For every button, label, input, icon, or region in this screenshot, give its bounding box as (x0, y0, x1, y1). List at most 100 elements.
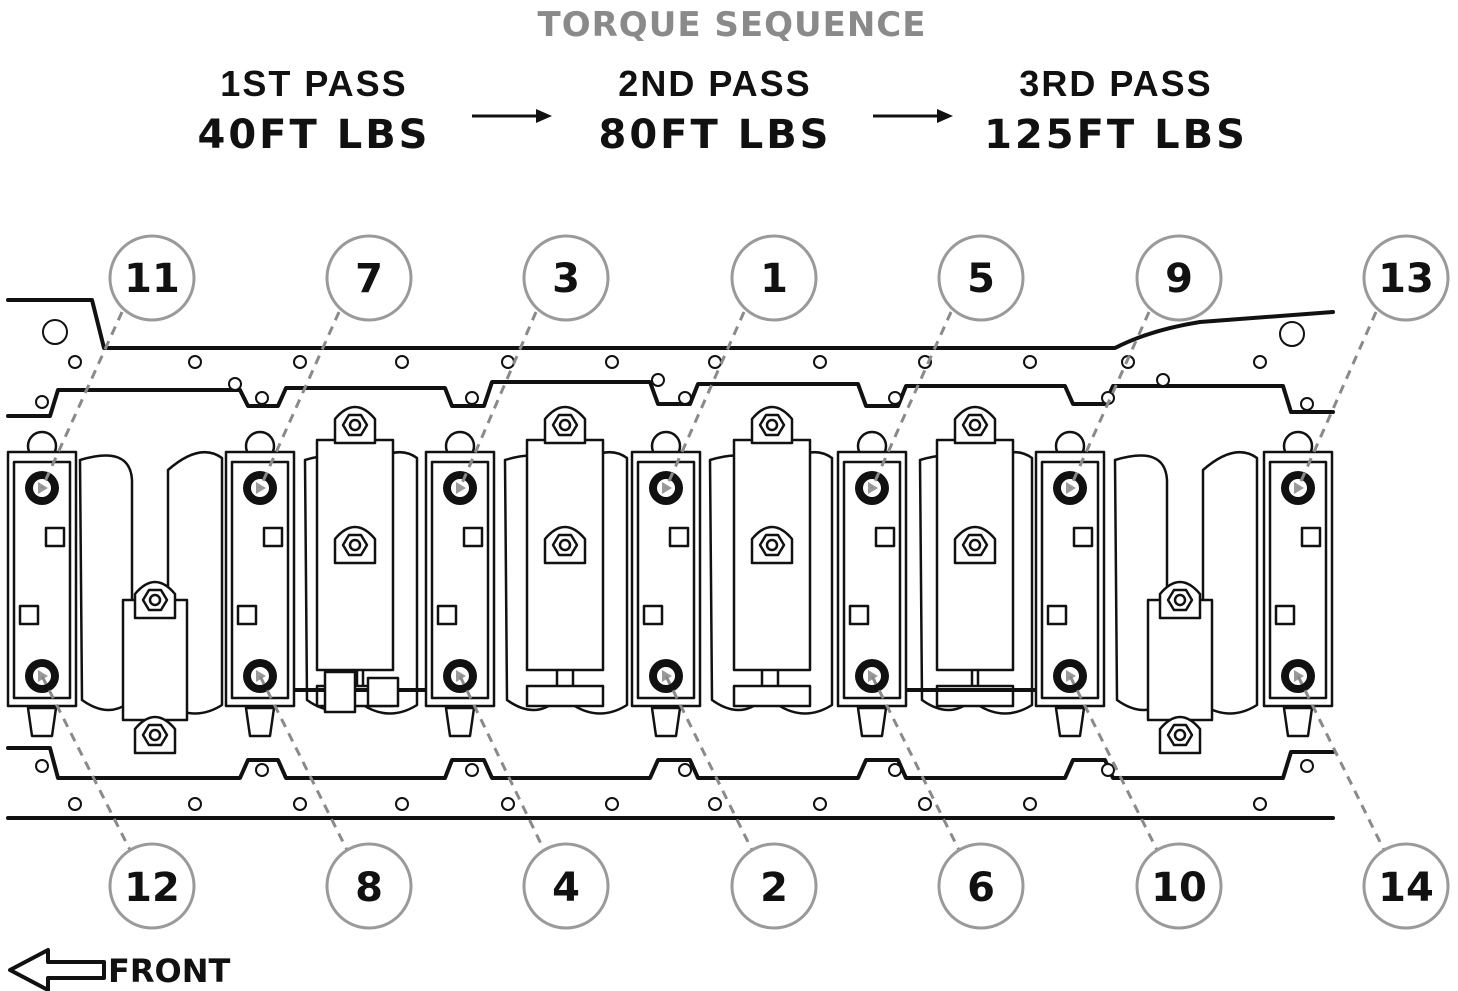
block-hole (255, 391, 269, 405)
cap-tab (444, 706, 476, 738)
block-hole (68, 797, 82, 811)
block-hole (501, 355, 515, 369)
oil-pickup-fitting (323, 670, 357, 714)
callout-circle (1362, 842, 1450, 930)
nut-icon (543, 405, 587, 445)
leader-line (458, 675, 546, 851)
block-hole (708, 797, 722, 811)
block-hole (918, 355, 932, 369)
block-hole (501, 797, 515, 811)
cap-tab (856, 706, 888, 738)
crank-throw (78, 450, 224, 755)
block-hole (1101, 763, 1115, 777)
block-hole (708, 355, 722, 369)
cap-notch (236, 604, 258, 626)
nut-icon (750, 525, 794, 565)
block-hole (293, 355, 307, 369)
nut-icon (1158, 715, 1202, 755)
nut-icon (543, 525, 587, 565)
block-hole (1253, 797, 1267, 811)
pass-1-name: 1ST PASS (220, 63, 407, 104)
bolt-number-bottom: 14 (1378, 865, 1434, 911)
cap-notch (642, 604, 664, 626)
crank-throw (708, 405, 834, 715)
cap-notch (668, 526, 690, 548)
cap-notch (1274, 604, 1296, 626)
cap-tab (244, 706, 276, 738)
front-arrow-icon (8, 948, 106, 991)
cap-notch (1300, 526, 1322, 548)
block-hole (605, 355, 619, 369)
nut-icon (333, 525, 377, 565)
block-hole (813, 355, 827, 369)
pass-3-name: 3RD PASS (1019, 63, 1212, 104)
block-hole (1253, 355, 1267, 369)
callout-circle (325, 842, 413, 930)
block-hole (918, 797, 932, 811)
bolt-number-top: 11 (124, 256, 180, 302)
cap-tab (650, 706, 682, 738)
block-hole (1300, 397, 1314, 411)
leader-line (870, 675, 961, 851)
callout-circle (937, 842, 1025, 930)
pass-3-value: 125FT LBS (984, 112, 1248, 158)
leader-line (258, 311, 341, 489)
block-hole (395, 797, 409, 811)
nut-icon (333, 405, 377, 445)
nut-icon (953, 525, 997, 565)
front-label: FRONT (108, 952, 230, 990)
bolt-number-top: 9 (1165, 256, 1193, 302)
bolt-number-bottom: 10 (1151, 865, 1207, 911)
bolt-number-top: 3 (552, 256, 580, 302)
main-cap (1262, 430, 1334, 738)
block-hole (1023, 355, 1037, 369)
leader-line (1296, 675, 1386, 851)
block-hole (1023, 797, 1037, 811)
crank-throw (503, 405, 629, 715)
bolt-number-bottom: 8 (355, 865, 383, 911)
main-cap (224, 430, 296, 738)
block-hole (1300, 759, 1314, 773)
cap-notch (18, 604, 40, 626)
bolt-number-bottom: 2 (760, 865, 788, 911)
block-hole (1156, 373, 1170, 387)
block-hole (888, 763, 902, 777)
diagram-title: TORQUE SEQUENCE (538, 5, 927, 45)
cap-notch (262, 526, 284, 548)
callout-circle (108, 842, 196, 930)
nut-icon (1158, 580, 1202, 620)
crank-throw (303, 405, 419, 715)
block-hole (35, 395, 49, 409)
callout-leaders (40, 311, 1386, 851)
block-hole (395, 355, 409, 369)
block-hole (188, 797, 202, 811)
callout-circle (522, 842, 610, 930)
block-hole (678, 763, 692, 777)
leader-line (258, 675, 349, 851)
crank-throw (1113, 450, 1259, 755)
main-cap (1034, 430, 1106, 738)
bolt-number-bottom: 12 (124, 865, 180, 911)
block-hole (888, 391, 902, 405)
main-cap (630, 430, 702, 738)
cap-tab (1282, 706, 1314, 738)
callout-circle (1362, 234, 1450, 322)
callout-circle (108, 234, 196, 322)
main-cap (424, 430, 496, 738)
leader-line (664, 311, 746, 489)
bolt-marker-icon (456, 482, 466, 494)
bolt-number-top: 5 (967, 256, 995, 302)
crankshaft (78, 405, 1259, 755)
bolt-number-bottom: 4 (552, 865, 580, 911)
bolt-number-top: 13 (1378, 256, 1434, 302)
block-hole (678, 391, 692, 405)
block-hole (465, 391, 479, 405)
arrow-right-icon (873, 109, 953, 123)
cap-notch (1072, 526, 1094, 548)
cap-face (636, 460, 696, 700)
cap-notch (436, 604, 458, 626)
leader-line (1068, 311, 1151, 489)
cap-notch (874, 526, 896, 548)
